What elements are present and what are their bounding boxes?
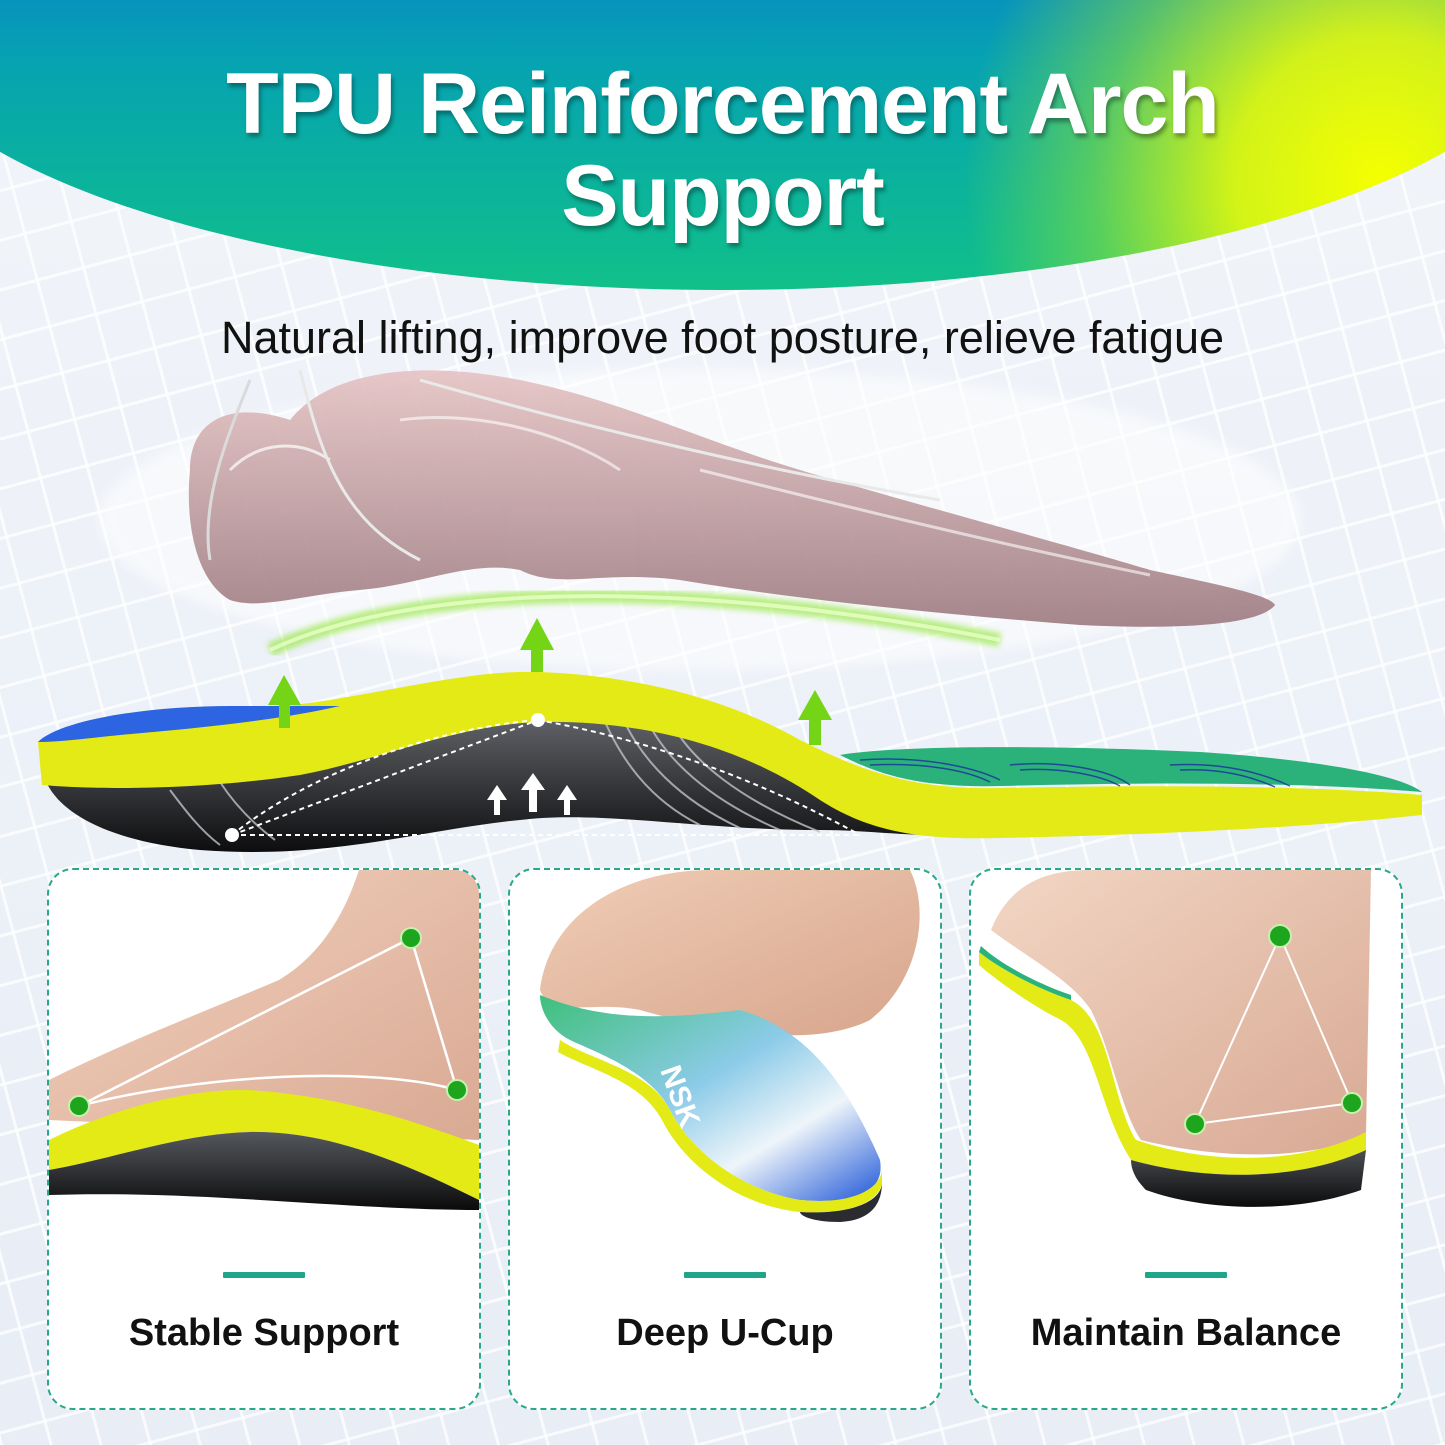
balance-point-icon bbox=[446, 1079, 468, 1101]
insole-heel-top bbox=[38, 705, 340, 742]
balance-point-icon bbox=[1184, 1113, 1206, 1135]
feature-card-stable-support: Stable Support bbox=[47, 868, 481, 1410]
card-divider bbox=[1145, 1272, 1227, 1278]
maintain-balance-image bbox=[979, 870, 1371, 1207]
deep-u-cup-image: NSK bbox=[540, 870, 920, 1222]
balance-point-icon bbox=[1341, 1092, 1363, 1114]
feature-label: Maintain Balance bbox=[1030, 1312, 1342, 1354]
stable-support-image bbox=[49, 870, 479, 1210]
balance-point-icon bbox=[1268, 924, 1292, 948]
title-line-2: Support bbox=[561, 148, 885, 244]
lift-arrows-icon bbox=[268, 618, 832, 745]
balance-point-icon bbox=[400, 927, 422, 949]
feature-label: Stable Support bbox=[128, 1312, 400, 1354]
subtitle: Natural lifting, improve foot posture, r… bbox=[220, 312, 1224, 363]
feature-label: Deep U-Cup bbox=[616, 1312, 834, 1354]
insole-yellow-layer bbox=[38, 671, 1422, 839]
page-title: TPU Reinforcement Arch Support bbox=[0, 58, 1445, 242]
balance-point-icon bbox=[68, 1095, 90, 1117]
pressure-arrows-icon bbox=[487, 773, 577, 815]
insole-illustration bbox=[38, 369, 1422, 853]
title-line-1: TPU Reinforcement Arch bbox=[226, 56, 1220, 152]
feature-card-maintain-balance: Maintain Balance bbox=[969, 868, 1403, 1410]
foot-skeleton-icon bbox=[188, 369, 1275, 627]
card-divider bbox=[684, 1272, 766, 1278]
card-divider bbox=[223, 1272, 305, 1278]
support-triangle bbox=[231, 719, 861, 836]
feature-card-deep-u-cup: NSK Deep U-Cup bbox=[508, 868, 942, 1410]
support-point bbox=[531, 713, 545, 727]
support-point bbox=[225, 828, 239, 842]
